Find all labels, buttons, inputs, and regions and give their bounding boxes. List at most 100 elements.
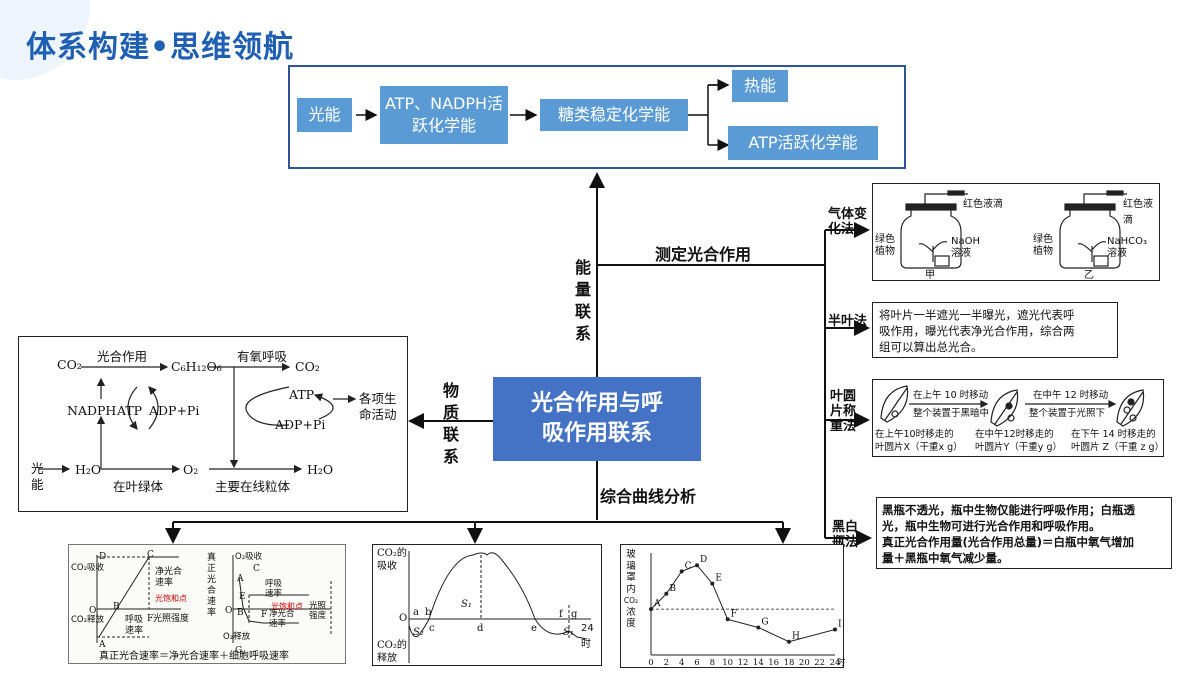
nadph-label: NADPH [67,403,117,418]
bottle-method-line: 黑白 [832,520,859,535]
g1-pt-c2: C [253,564,260,574]
g1-pt-o2: O [225,606,233,616]
light-curve-figure [96,555,332,643]
g3-series-line [650,564,836,643]
center-line2: 吸作用联系 [541,421,652,446]
g1-true-char: 正 [207,564,217,574]
g3-point-label: G [761,617,768,627]
g3-x-tick: 4 [679,658,684,668]
h2o-label: H₂O [75,462,102,477]
center-topic-box[interactable]: 光合作用与呼 吸作用联系 [493,377,701,461]
g1-net2-line: 净光合 [269,609,295,619]
g1-pt-c: C [147,550,154,560]
g1-sat: 光饱和点 [155,594,187,603]
g1-o2-absorb: O₂吸收 [235,552,263,562]
g3-point [664,591,669,596]
g1-resp2: 呼吸 速率 [265,579,282,599]
atp-nadph-line2: 跃化学能 [411,116,476,135]
gas-method-label: 气体变 化法 [828,207,867,237]
g2-xend: 24时 [581,623,594,650]
g3-point-label: B [669,584,676,594]
g1-sat2: 光饱和点 [271,602,303,611]
g3-point [725,617,730,622]
put-dark-label: 整个装置于黑暗中 [913,408,990,419]
disc-z-line: 叶圆片 Z（干重 z g） [1071,442,1165,453]
g3-point [649,607,653,612]
g1-resp2-line: 速率 [265,589,283,599]
g3-point-label: H [792,632,800,642]
g1-true-char: 合 [207,586,217,596]
disc-z-line: 在下午 14 时移走的 [1071,429,1156,440]
energy-link-char: 系 [574,324,591,343]
matter-link-char: 物 [442,381,459,400]
g3-point [679,569,684,574]
g1-net-line: 速率 [155,578,174,588]
g1-true-char: 真 [207,553,217,563]
yi-label: 乙 [1084,270,1094,281]
g3-point [787,639,791,644]
g1-pt-e: E [239,592,246,602]
g3-ylabel-char: 璃 [626,560,636,572]
g1-true-char: 速 [207,597,217,607]
adp-label: ADP+Pi [149,403,200,418]
energy-link-label: 能 量 联 系 [573,257,593,345]
g1-light2-line: 强度 [309,611,327,621]
move2-label: 在中午 12 时移动 [1033,390,1109,401]
sugar-energy-box: 糖类稳定化学能 [540,99,688,131]
g3-point [710,581,715,586]
gas-method-panel: 红色液滴 红色液滴 绿色 植物 NaOH 溶液 绿色 植物 NaHCO₃ 溶液 … [872,183,1160,281]
g1-pt-g: G [235,646,243,656]
mitochondria-label: 主要在线粒体 [215,479,291,494]
g1-pt-a2: A [237,574,244,584]
co2-label: CO₂ [57,357,82,372]
disc-method-panel: 在上午 10 时移动 整个装置于黑暗中 在中午 12 时移动 整个装置于光照下 … [872,379,1164,457]
g2-pt-d: d [477,623,484,634]
half-leaf-label: 半叶法 [828,314,868,329]
g3-x-tick: 18 [784,658,795,668]
g1-light: 光照强度 [153,614,190,624]
energy-arrows [356,79,908,171]
g1-resp2-line: 呼吸 [265,579,283,589]
g3-x-tick: 10 [722,658,733,668]
g3-ylabel-char: 内 [626,583,636,595]
disc-x-line: 叶圆片X（干重x g） [875,442,963,453]
g2-pt-o: O [399,613,408,624]
g3-ylabel-char: 度 [626,618,636,629]
co2-concentration-panel: 024681012141618202224时间ABCDEFGHI 玻 璃 罩 内… [620,544,845,668]
matter-link-char: 质 [442,403,459,422]
nahco3-line: NaHCO₃ [1107,236,1147,247]
gas-apparatus-figure [900,190,1127,269]
g3-ylabel-char: CO₂ [623,596,639,605]
g1-formula: 真正光合速率＝净光合速率＋细胞呼吸速率 [99,651,289,662]
page-title: 体系构建•思维领航 [26,30,295,65]
half-leaf-panel: 将叶片一半遮光一半曝光，遮光代表呼 吸作用，曝光代表净光合作用，综合两 组可以算… [872,302,1118,358]
g3-x-tick: 8 [710,658,715,668]
gas-method-line: 气体变 [828,207,868,222]
g3-point-label: C [685,561,692,571]
measure-label: 测定光合作用 [655,245,752,264]
g1-pt-o: O [89,606,97,616]
g3-point-label: D [700,555,707,565]
g2-s1: S₁ [461,599,472,610]
energy-link-char: 量 [574,280,591,299]
glucose-label: C₆H₁₂O₆ [171,359,222,374]
g1-pt-a: A [99,640,106,650]
g3-x-tick: 24 [830,658,841,668]
g3-ylabel: 玻 璃 罩 内 CO₂ 浓 度 [623,549,639,630]
g2-ylabel-top: CO₂的 吸收 [377,547,407,573]
disc-x-line: 在上午10时移走的 [875,429,954,440]
disc-method-line: 叶圆 [830,389,857,404]
plant-line: 绿色 [875,234,895,245]
g1-net: 净光合 速率 [155,567,182,589]
g1-pt-d: D [99,552,107,562]
life-activity-label: 各项生 命活动 [359,391,397,423]
plant-line: 植物 [875,246,895,257]
day-curve-panel: CO₂的 吸收 CO₂的 释放 24时 O a b c d e f g S₁ S… [372,544,602,666]
g3-point-label: F [731,609,737,619]
g3-x-tick: 14 [753,658,764,668]
light-line: 能 [31,477,44,492]
bottle-line: 真正光合作用量(光合作用总量)＝白瓶中氧气增加 [882,535,1135,549]
naoh-line: 溶液 [951,248,971,259]
disc-y-line: 在中午12时移走的 [975,429,1054,440]
g2-ylabel-bot: CO₂的 释放 [377,639,407,665]
